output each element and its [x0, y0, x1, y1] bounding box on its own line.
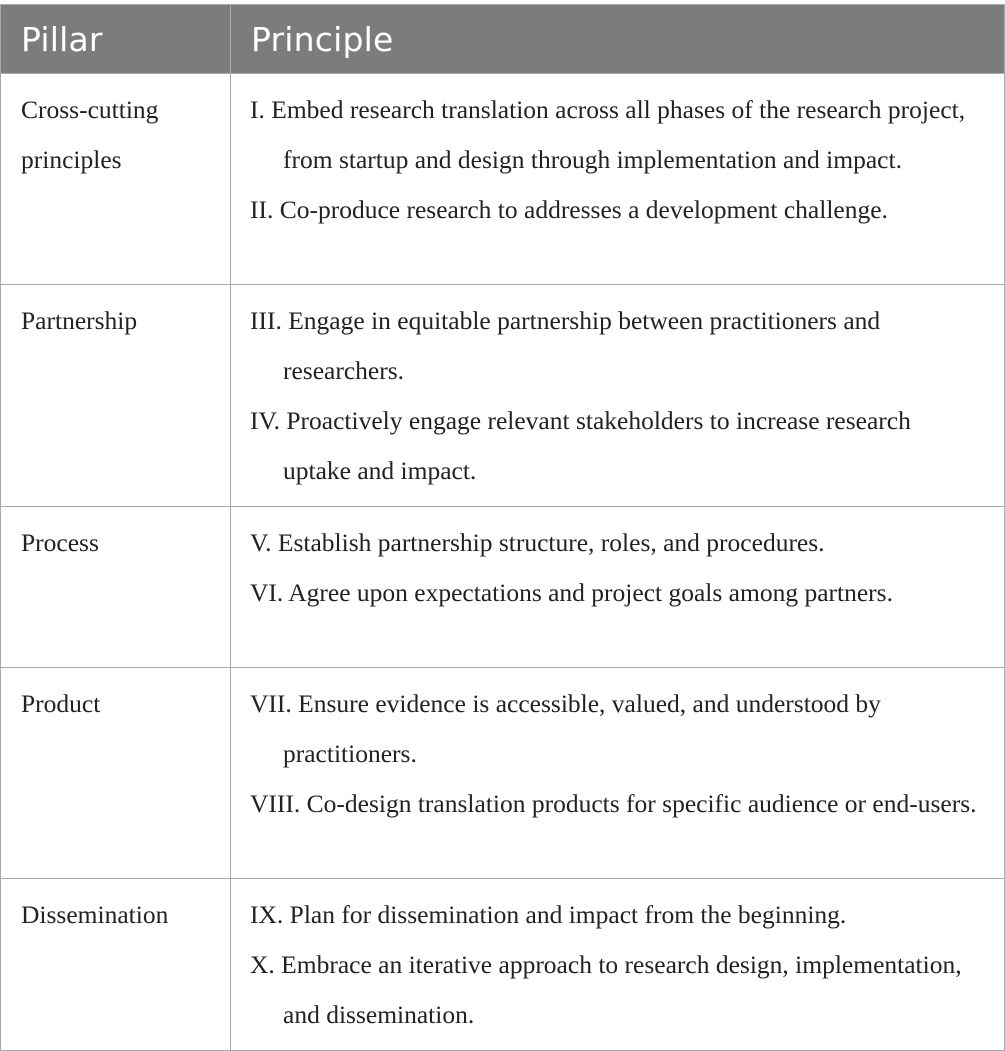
header-pillar: Pillar — [0, 4, 231, 74]
table-row: Product VII. Ensure evidence is accessib… — [0, 667, 1005, 879]
principle-cell: IX. Plan for dissemination and impact fr… — [230, 878, 1005, 1051]
table-body: Cross-cutting principles I. Embed resear… — [0, 73, 1005, 1051]
table-row: Dissemination IX. Plan for dissemination… — [0, 878, 1005, 1051]
header-row: Pillar Principle — [0, 4, 1005, 74]
pillar-cell: Cross-cutting principles — [0, 73, 231, 285]
principle-item: VI. Agree upon expectations and project … — [250, 578, 893, 607]
principle-cell: V. Establish partnership structure, role… — [230, 506, 1005, 668]
table-row: Partnership III. Engage in equitable par… — [0, 284, 1005, 507]
pillar-cell: Product — [0, 667, 231, 879]
principle-cell: VII. Ensure evidence is accessible, valu… — [230, 667, 1005, 879]
principle-cell: III. Engage in equitable partnership bet… — [230, 284, 1005, 507]
table-header: Pillar Principle — [0, 4, 1005, 74]
table-row: Cross-cutting principles I. Embed resear… — [0, 73, 1005, 285]
pillar-cell: Partnership — [0, 284, 231, 507]
principle-item: II. Co-produce research to addresses a d… — [250, 195, 888, 224]
principle-cell: I. Embed research translation across all… — [230, 73, 1005, 285]
table-row: Process V. Establish partnership structu… — [0, 506, 1005, 668]
header-principle: Principle — [230, 4, 1005, 74]
principle-item: X. Embrace an iterative approach to rese… — [250, 950, 962, 1029]
principle-item: V. Establish partnership structure, role… — [250, 528, 825, 557]
pillar-cell: Process — [0, 506, 231, 668]
principle-item: IV. Proactively engage relevant stakehol… — [250, 406, 911, 485]
principle-item: IX. Plan for dissemination and impact fr… — [250, 900, 847, 929]
principle-item: III. Engage in equitable partnership bet… — [250, 306, 881, 385]
principle-item: VII. Ensure evidence is accessible, valu… — [250, 689, 881, 768]
pillar-cell: Dissemination — [0, 878, 231, 1051]
principles-table: Pillar Principle Cross-cutting principle… — [0, 4, 1005, 1051]
principle-item: I. Embed research translation across all… — [250, 95, 966, 174]
principle-item: VIII. Co-design translation products for… — [250, 789, 977, 818]
